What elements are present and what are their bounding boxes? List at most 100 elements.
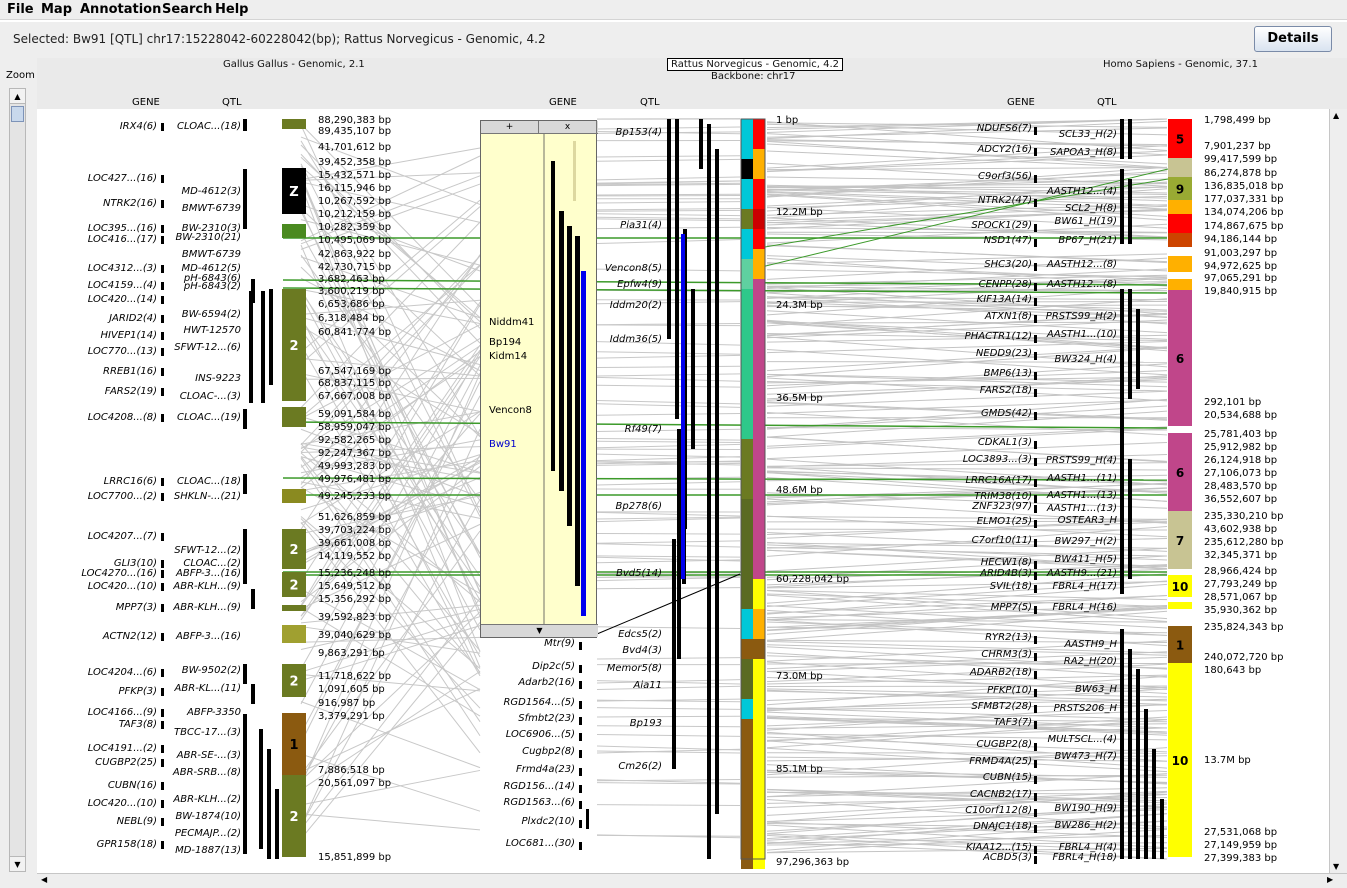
left-qtl-label[interactable]: ABR-KLH...(9) xyxy=(173,602,241,613)
center-qtl-label[interactable]: Iddm20(2) xyxy=(609,300,662,311)
left-qtl-label[interactable]: BW-2310(21) xyxy=(175,232,241,243)
right-qtl-label[interactable]: BW473_H(7) xyxy=(1054,751,1117,762)
left-qtl-label[interactable]: MD-4612(5) xyxy=(181,263,241,274)
left-gene-label[interactable]: HIVEP1(14) xyxy=(100,330,157,341)
right-gene-label[interactable]: C7orf10(11) xyxy=(971,535,1032,546)
left-gene-label[interactable]: LOC4159...(4) xyxy=(87,280,157,291)
species-left-title[interactable]: Gallus Gallus - Genomic, 2.1 xyxy=(223,59,365,70)
left-gene-label[interactable]: CUGBP2(25) xyxy=(95,757,157,768)
overview-close-button[interactable]: x xyxy=(539,121,597,133)
right-qtl-label[interactable]: FBRL4_H(16) xyxy=(1052,602,1117,613)
left-gene-label[interactable]: LOC395...(16) xyxy=(87,223,157,234)
right-gene-label[interactable]: CDKAL1(3) xyxy=(977,437,1032,448)
left-gene-label[interactable]: LOC427...(16) xyxy=(87,173,157,184)
right-qtl-label[interactable]: OSTEAR3_H xyxy=(1057,515,1117,526)
zoom-slider[interactable]: ▲ ▼ xyxy=(9,88,26,872)
overview-expand-button[interactable]: + xyxy=(481,121,539,133)
right-gene-label[interactable]: C10orf112(8) xyxy=(965,805,1032,816)
right-qtl-label[interactable]: BW324_H(4) xyxy=(1054,354,1117,365)
right-gene-label[interactable]: CENPP(28) xyxy=(978,279,1032,290)
right-gene-label[interactable]: ACBD5(3) xyxy=(983,852,1032,863)
right-qtl-label[interactable]: FBRL4_H(17) xyxy=(1052,581,1117,592)
right-gene-label[interactable]: PHACTR1(12) xyxy=(964,331,1032,342)
left-qtl-label[interactable]: BW-9502(2) xyxy=(181,665,241,676)
left-gene-label[interactable]: PFKP(3) xyxy=(118,686,157,697)
left-qtl-label[interactable]: BW-1874(10) xyxy=(175,811,241,822)
center-qtl-label[interactable]: Rf49(7) xyxy=(624,424,662,435)
center-gene-label[interactable]: Mtr(9) xyxy=(544,638,575,649)
right-gene-label[interactable]: KIF13A(14) xyxy=(976,294,1032,305)
left-gene-label[interactable]: LOC4207...(7) xyxy=(87,531,157,542)
left-qtl-label[interactable]: BW-6594(2) xyxy=(181,309,241,320)
menu-search[interactable]: Search xyxy=(162,2,213,17)
right-gene-label[interactable]: NDUFS6(7) xyxy=(976,123,1032,134)
horizontal-scrollbar[interactable]: ◀ ▶ xyxy=(37,873,1347,888)
right-gene-label[interactable]: FARS2(18) xyxy=(979,385,1032,396)
right-qtl-label[interactable]: BW190_H(9) xyxy=(1054,803,1117,814)
left-qtl-label[interactable]: ABFP-3...(16) xyxy=(176,568,241,579)
right-qtl-label[interactable]: AASTH9...(21) xyxy=(1046,568,1117,579)
right-gene-label[interactable]: SVIL(18) xyxy=(989,581,1032,592)
center-gene-label[interactable]: LOC681...(30) xyxy=(505,838,575,849)
center-qtl-label[interactable]: Bp193 xyxy=(629,718,662,729)
right-gene-label[interactable]: ATXN1(8) xyxy=(984,311,1032,322)
center-gene-label[interactable]: Frmd4a(23) xyxy=(516,764,575,775)
left-gene-label[interactable]: CUBN(16) xyxy=(107,780,157,791)
left-qtl-label[interactable]: BMWT-6739 xyxy=(181,203,241,214)
right-gene-label[interactable]: ARID4B(3) xyxy=(980,568,1032,579)
right-gene-label[interactable]: PFKP(10) xyxy=(987,685,1032,696)
right-qtl-label[interactable]: MULTSCL...(4) xyxy=(1047,734,1117,745)
right-qtl-label[interactable]: BW286_H(2) xyxy=(1054,820,1117,831)
right-gene-label[interactable]: LRRC16A(17) xyxy=(965,475,1032,486)
left-qtl-label[interactable]: MD-4612(3) xyxy=(181,186,241,197)
right-qtl-label[interactable]: PRSTS206_H xyxy=(1053,703,1117,714)
center-qtl-label[interactable]: Bvd4(3) xyxy=(622,645,662,656)
right-qtl-label[interactable]: AASTH1...(13) xyxy=(1046,503,1117,514)
left-gene-label[interactable]: IRX4(6) xyxy=(119,121,157,132)
menu-help[interactable]: Help xyxy=(215,2,249,17)
right-qtl-label[interactable]: BW63_H xyxy=(1075,684,1117,695)
right-gene-label[interactable]: MPP7(5) xyxy=(990,602,1032,613)
left-gene-label[interactable]: LOC420...(14) xyxy=(87,294,157,305)
left-qtl-label[interactable]: pH-6843(2) xyxy=(183,281,241,292)
left-qtl-label[interactable]: ABR-KLH...(2) xyxy=(173,794,241,805)
center-qtl-label[interactable]: Pia31(4) xyxy=(620,220,662,231)
center-qtl-label[interactable]: Memor5(8) xyxy=(606,663,662,674)
right-gene-label[interactable]: CUGBP2(8) xyxy=(976,739,1032,750)
left-qtl-label[interactable]: ABR-KLH...(9) xyxy=(173,581,241,592)
center-qtl-label[interactable]: Bp278(6) xyxy=(615,501,662,512)
left-qtl-label[interactable]: HWT-12570 xyxy=(183,325,241,336)
zoom-down-icon[interactable]: ▼ xyxy=(10,856,25,871)
right-gene-label[interactable]: LOC3893...(3) xyxy=(962,454,1032,465)
center-gene-label[interactable]: Plxdc2(10) xyxy=(521,816,575,827)
center-qtl-label[interactable]: Vencon8(5) xyxy=(604,263,662,274)
right-gene-label[interactable]: TAF3(7) xyxy=(993,717,1032,728)
overview-item-selected[interactable]: Bw91 xyxy=(489,439,517,450)
right-gene-label[interactable]: NTRK2(47) xyxy=(978,195,1032,206)
right-gene-label[interactable]: RYR2(13) xyxy=(985,632,1032,643)
right-gene-label[interactable]: CACNB2(17) xyxy=(969,789,1032,800)
right-qtl-label[interactable]: SCL33_H(2) xyxy=(1058,129,1117,140)
left-gene-label[interactable]: RREB1(16) xyxy=(103,366,157,377)
right-qtl-label[interactable]: BP67_H(21) xyxy=(1058,235,1117,246)
center-qtl-label[interactable]: Edcs5(2) xyxy=(618,629,662,640)
right-qtl-label[interactable]: SCL2_H(8) xyxy=(1065,203,1117,214)
right-gene-label[interactable]: FRMD4A(25) xyxy=(969,756,1032,767)
left-gene-label[interactable]: JARID2(4) xyxy=(109,313,157,324)
overview-scroll-down-icon[interactable]: ▼ xyxy=(481,624,598,637)
right-qtl-label[interactable]: RA2_H(20) xyxy=(1063,656,1117,667)
right-gene-label[interactable]: C9orf3(56) xyxy=(978,171,1032,182)
overview-panel[interactable]: + x Niddm41 Bp194 Kidm14 Vencon8 Bw91 ▼ xyxy=(480,120,598,638)
right-qtl-label[interactable]: AASTH1...(11) xyxy=(1046,473,1117,484)
right-qtl-label[interactable]: AASTH12...(8) xyxy=(1046,259,1117,270)
overview-item[interactable]: Bp194 xyxy=(489,337,522,348)
scroll-right-icon[interactable]: ▶ xyxy=(1327,875,1334,884)
left-gene-label[interactable]: LRRC16(6) xyxy=(103,476,157,487)
right-qtl-label[interactable]: FBRL4_H(4) xyxy=(1058,842,1117,853)
center-qtl-label[interactable]: Bvd5(14) xyxy=(615,568,662,579)
center-qtl-label[interactable]: Iddm36(5) xyxy=(609,334,662,345)
left-qtl-label[interactable]: CLOAC...(18) xyxy=(176,476,241,487)
right-gene-label[interactable]: ELMO1(25) xyxy=(976,516,1032,527)
center-gene-label[interactable]: Cugbp2(8) xyxy=(522,746,575,757)
overview-item[interactable]: Vencon8 xyxy=(489,405,532,416)
